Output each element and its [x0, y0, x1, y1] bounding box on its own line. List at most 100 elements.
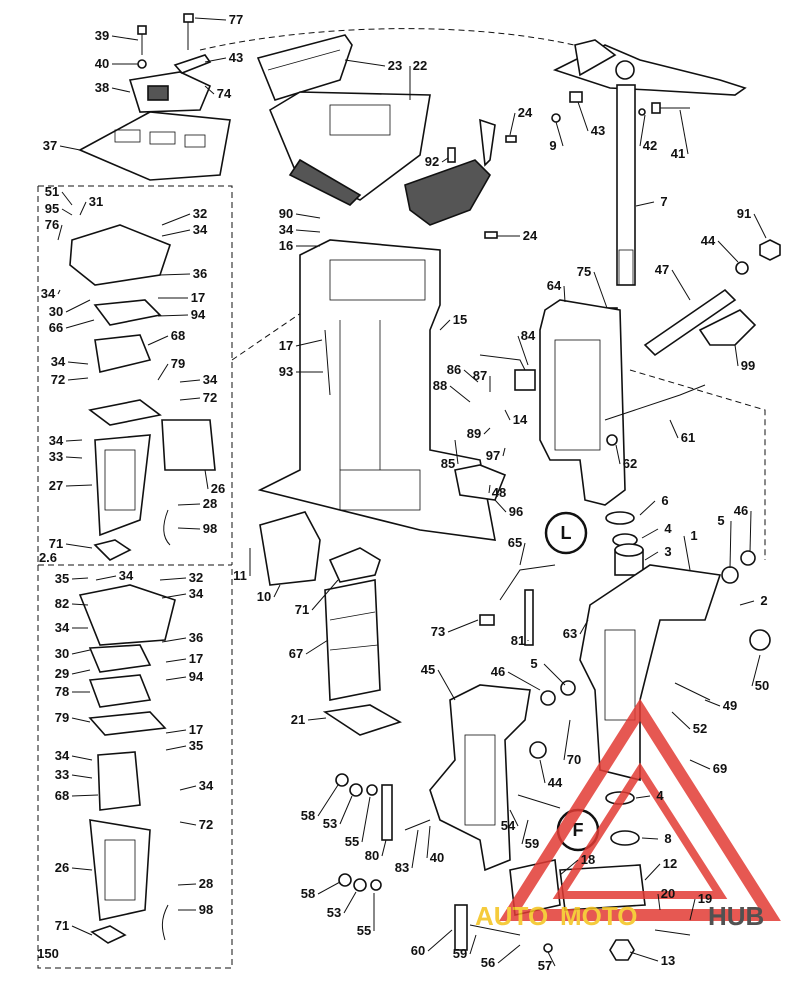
leader-line-83-1: [411, 829, 419, 869]
callout-82-1: 82: [55, 596, 69, 611]
leader-line-8-1: [641, 837, 659, 840]
callout-14-1: 14: [513, 412, 528, 427]
leader-line-34-11: [295, 229, 321, 233]
callout-26-1: 26: [211, 481, 225, 496]
inset-lower-parts: [78, 584, 176, 944]
washer-44-lower: [529, 741, 547, 759]
leader-line-19-1: [689, 898, 696, 921]
callout-79-1: 79: [171, 356, 185, 371]
leader-line-24-1: [509, 112, 516, 136]
inset-lower-border: [37, 565, 233, 969]
bolt-77: [183, 13, 194, 50]
callout-2-1: 2: [760, 593, 767, 608]
leader-line-99-1: [734, 344, 739, 367]
callout-17-4: 17: [279, 338, 293, 353]
callout-77-1: 77: [229, 12, 243, 27]
leader-line-79-2: [71, 717, 91, 723]
callout-74-1: 74: [217, 86, 232, 101]
washer-46-right: [740, 550, 756, 566]
callout-19-1: 19: [698, 891, 712, 906]
leader-line-57-1: [547, 951, 556, 967]
callout-96-1: 96: [509, 504, 523, 519]
steering-arm: [552, 39, 747, 96]
callout-9-1: 9: [549, 138, 556, 153]
callout-45-1: 45: [421, 662, 435, 677]
leader-line-18-1: [559, 859, 579, 876]
callout-92-1: 92: [425, 154, 439, 169]
washer-55-a: [366, 784, 378, 796]
leader-line-68-2: [71, 794, 99, 797]
leader-line-29-1: [71, 669, 91, 675]
callout-17-2: 17: [189, 651, 203, 666]
tube-47: [643, 288, 737, 357]
leader-line-20-1: [657, 893, 661, 911]
callout-88-1: 88: [433, 378, 447, 393]
callout-44-1: 44: [701, 233, 716, 248]
bracket-65: [499, 564, 556, 601]
callout-34-10: 34: [199, 778, 214, 793]
callout-73-1: 73: [431, 624, 445, 639]
rod-61: [604, 384, 706, 421]
callout-71-1: 71: [49, 536, 63, 551]
callout-34-6: 34: [119, 568, 134, 583]
washer-44-upper: [735, 261, 749, 275]
callout-68-1: 68: [171, 328, 185, 343]
callout-53-2: 53: [327, 905, 341, 920]
callout-33-1: 33: [49, 449, 63, 464]
callout-85-1: 85: [441, 456, 455, 471]
leader-line-55-1: [361, 796, 371, 843]
callout-80-1: 80: [365, 848, 379, 863]
callout-40-1: 40: [95, 56, 109, 71]
callout-13-1: 13: [661, 953, 675, 968]
leader-line-42-1: [639, 114, 646, 147]
bushing-58-a: [335, 773, 349, 787]
callout-43-1: 43: [229, 50, 243, 65]
leader-dashed-top: [199, 28, 626, 61]
automotohub-watermark: AUTO MOTO HUB: [475, 698, 781, 931]
bearing-8: [610, 830, 640, 846]
watermark-word-c: HUB: [708, 901, 764, 931]
watermark-triangle-inner: [552, 762, 728, 899]
leader-line-61-1: [669, 419, 679, 439]
housing-22: [268, 91, 431, 206]
leader-line-53-2: [343, 891, 357, 914]
cable-84-group: [479, 354, 536, 391]
nut-91: [759, 239, 781, 261]
callout-51-1: 51: [45, 184, 59, 199]
callout-22-1: 22: [413, 58, 427, 73]
watermark-triangle: [499, 698, 781, 921]
strip-81: [524, 589, 534, 646]
leader-line-80-1: [381, 839, 387, 857]
leader-line-75-1: [593, 271, 608, 309]
leader-line-35-2: [165, 745, 187, 751]
leader-line-34-7: [161, 593, 187, 599]
leader-line-17-2: [165, 658, 187, 663]
callout-49-1: 49: [723, 698, 737, 713]
leader-line-65-1: [519, 542, 526, 566]
callout-34-2: 34: [41, 286, 56, 301]
screw-24-upper: [505, 135, 517, 143]
stern-bracket-64: [539, 299, 626, 506]
leader-line-2-1: [739, 600, 755, 606]
leader-line-71-2: [71, 925, 93, 936]
callout-34-4: 34: [203, 372, 218, 387]
callout-75-1: 75: [577, 264, 591, 279]
callout-36-2: 36: [189, 630, 203, 645]
leader-line-56-1: [497, 944, 521, 964]
callout-36-1: 36: [193, 266, 207, 281]
seal-71-mid: [328, 547, 381, 583]
callout-5-1: 5: [717, 513, 724, 528]
plate-48: [454, 464, 507, 501]
callout-67-1: 67: [289, 646, 303, 661]
bolt-59-lower: [469, 924, 521, 936]
callout-83-1: 83: [395, 860, 409, 875]
leader-line-64-1: [563, 285, 566, 303]
callout-72-3: 72: [199, 817, 213, 832]
callout-81-1: 81: [511, 633, 525, 648]
svg-text:L: L: [561, 523, 572, 543]
leader-line-62-1: [615, 444, 621, 465]
leader-line-17-3: [165, 729, 187, 734]
clip-43: [173, 54, 212, 74]
leader-line-46-2: [507, 671, 541, 691]
callout-72-1: 72: [51, 372, 65, 387]
